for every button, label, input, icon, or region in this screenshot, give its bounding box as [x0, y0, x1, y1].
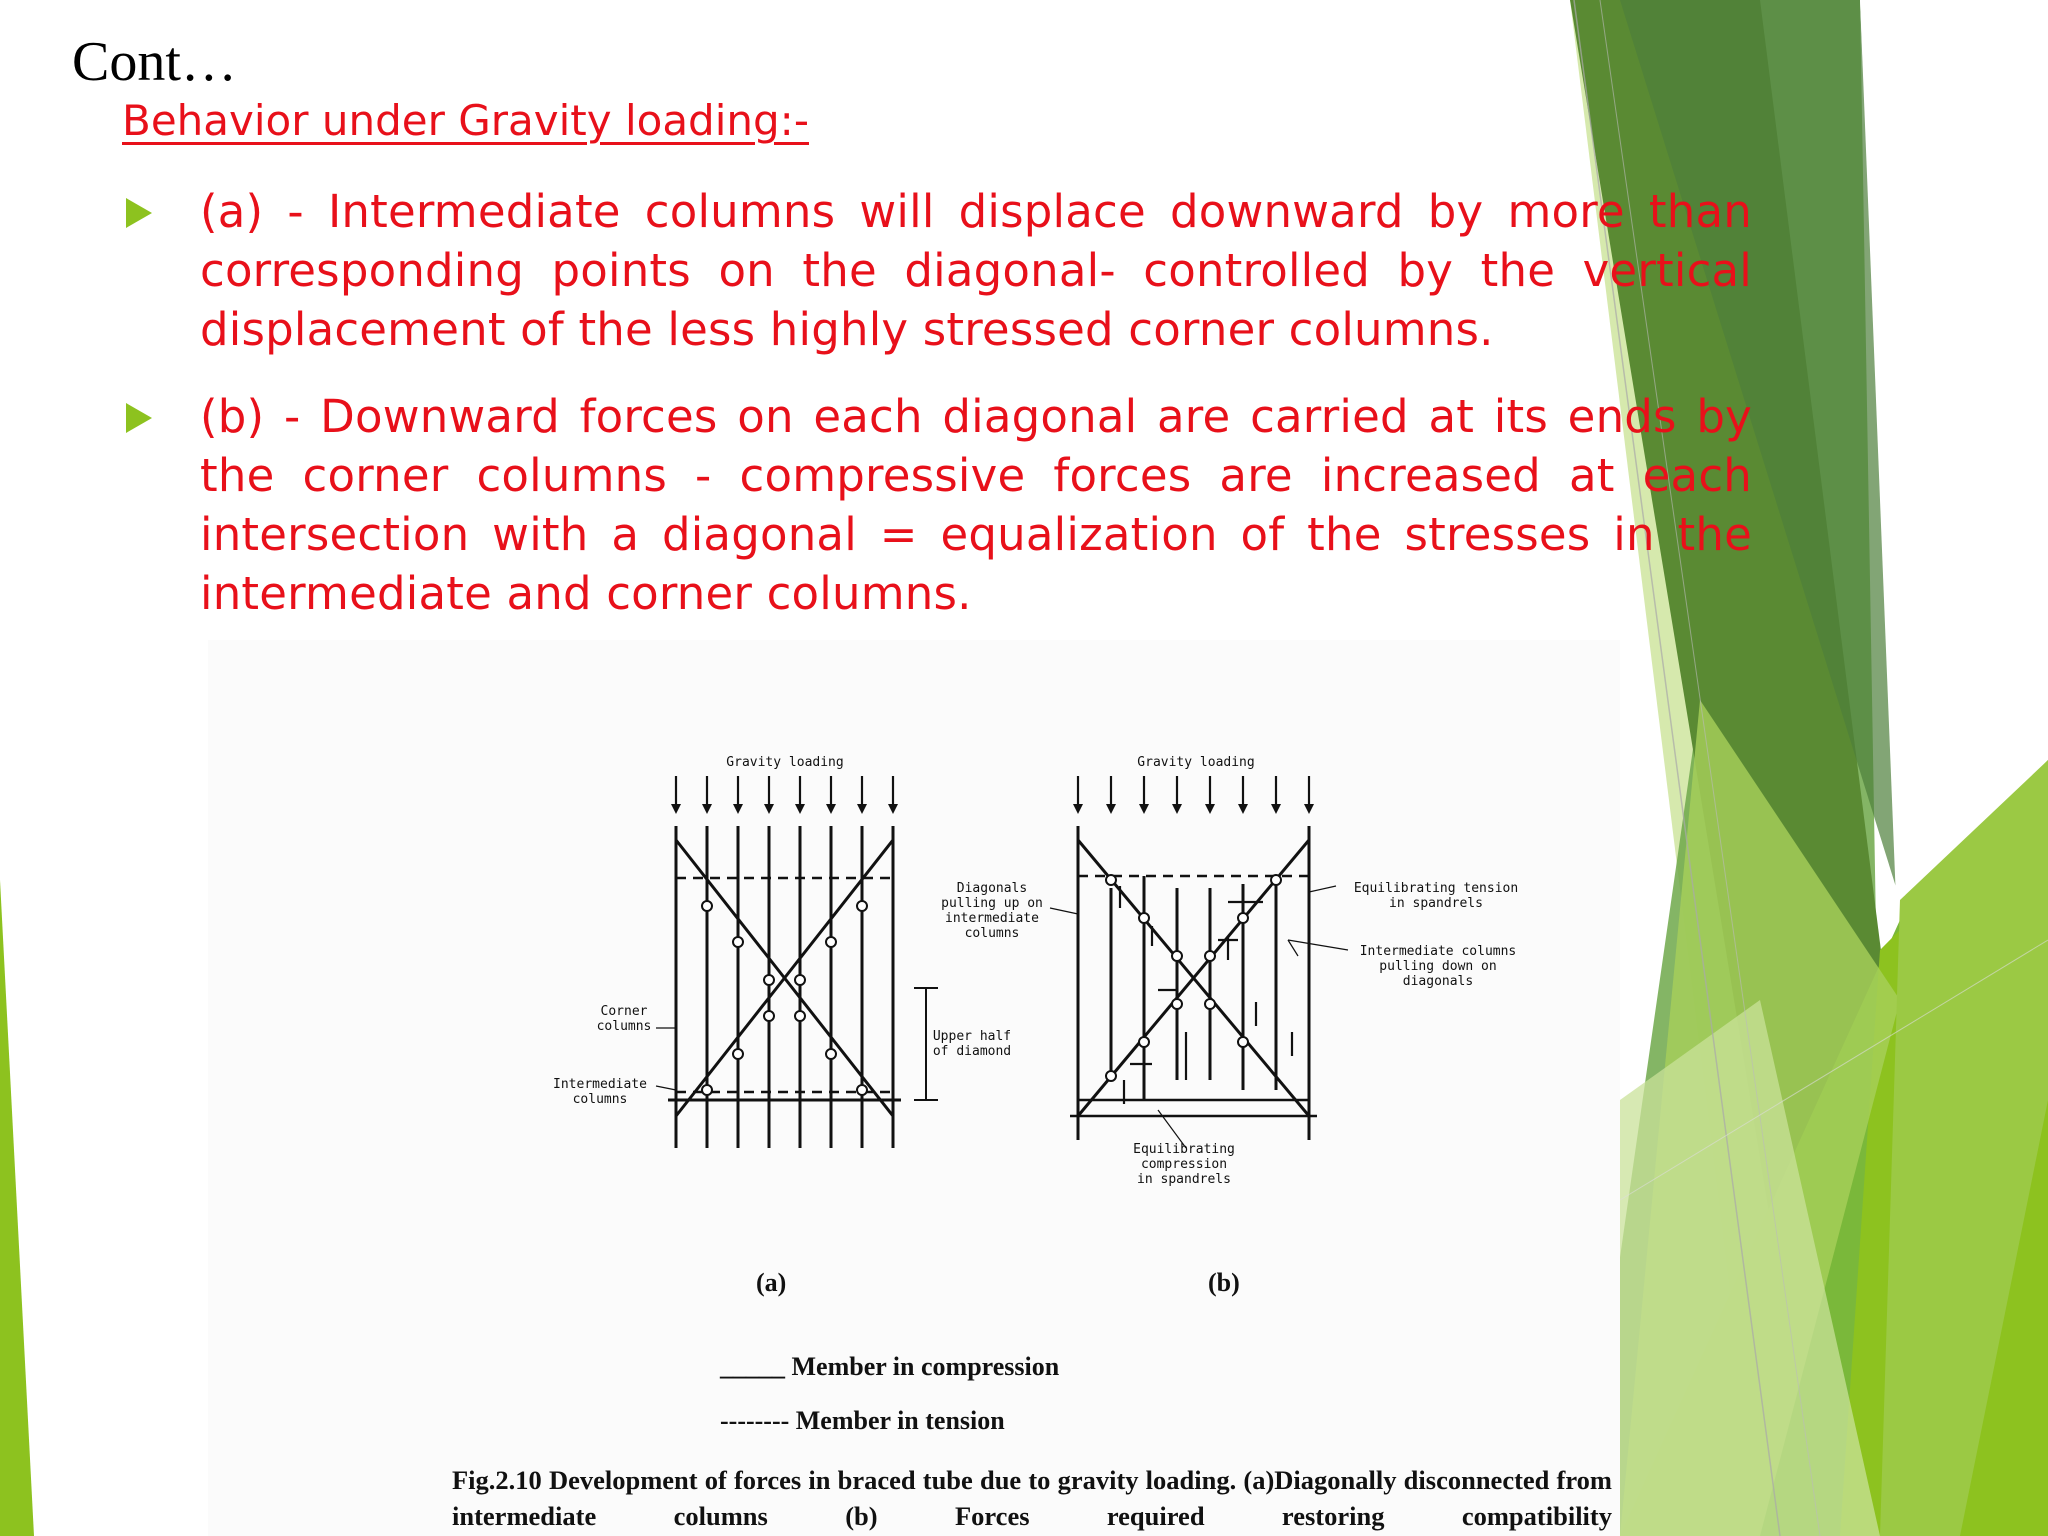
labels-b: Equilibrating tension in spandrels Inter…: [1133, 881, 1518, 1187]
labels-a: Diagonals pulling up on intermediate col…: [553, 881, 1043, 1107]
braced-tube-figure: Gravity loading: [208, 640, 1620, 1536]
diagonals-label-2: pulling up on: [941, 896, 1043, 911]
bullet-text-b: (b) - Downward forces on each diagonal a…: [200, 390, 1752, 620]
tension-label-2: in spandrels: [1389, 896, 1483, 911]
section-heading: Behavior under Gravity loading:-: [122, 96, 809, 145]
gravity-arrows-b: [1076, 776, 1311, 808]
legend-tension: -------- Member in tension: [720, 1406, 1005, 1435]
upper-half-marker: [914, 987, 938, 1101]
compression-label-3: in spandrels: [1137, 1172, 1231, 1187]
gravity-label-a: Gravity loading: [726, 755, 843, 770]
triangle-bullet-icon: [126, 198, 152, 228]
gravity-arrows-a: [674, 776, 895, 808]
intermediate-label-2: columns: [573, 1092, 628, 1107]
force-arrows-b: [1118, 886, 1294, 1104]
diagonals-label-4: columns: [965, 926, 1020, 941]
compression-label-1: Equilibrating: [1133, 1142, 1235, 1157]
arrow-heads-b: [1073, 804, 1314, 814]
columns-b: [1076, 826, 1311, 1140]
upper-half-label-1: Upper half: [933, 1029, 1011, 1044]
joints-b: [1105, 874, 1282, 1082]
corner-label-2: columns: [597, 1019, 652, 1034]
leaders-a: [655, 907, 1079, 1091]
cont-label: Cont…: [72, 31, 237, 93]
diagonals-a: [674, 839, 895, 1117]
diagonals-label-1: Diagonals: [957, 881, 1027, 896]
compression-label-2: compression: [1141, 1157, 1227, 1172]
sub-label-a: (a): [756, 1268, 787, 1297]
figure-diagram: Gravity loading: [553, 755, 1518, 1187]
bullet-text-a: (a) - Intermediate columns will displace…: [200, 185, 1752, 356]
triangle-bullet-icon: [126, 403, 152, 433]
corner-label-1: Corner: [601, 1004, 648, 1019]
diagonals-b: [1076, 839, 1311, 1117]
intermediate-b-label-2: pulling down on: [1379, 959, 1496, 974]
leaders-b: [1157, 885, 1349, 1149]
arrow-heads-a: [671, 804, 898, 814]
bullet-item-b: (b) - Downward forces on each diagonal a…: [120, 387, 1752, 623]
bullet-list: (a) - Intermediate columns will displace…: [120, 182, 1752, 651]
intermediate-b-label-1: Intermediate columns: [1360, 944, 1517, 959]
sub-label-b: (b): [1208, 1268, 1240, 1297]
figure-caption: Fig.2.10 Development of forces in braced…: [452, 1465, 1612, 1531]
diagram-b: Gravity loading: [1070, 755, 1349, 1149]
gravity-label-b: Gravity loading: [1137, 755, 1254, 770]
intermediate-b-label-3: diagonals: [1403, 974, 1473, 989]
diagram-a: Gravity loading: [655, 755, 1079, 1148]
legend-compression: _____ Member in compression: [720, 1352, 1060, 1381]
bullet-item-a: (a) - Intermediate columns will displace…: [120, 182, 1752, 359]
spandrels-b: [1070, 874, 1317, 1118]
tension-label-1: Equilibrating tension: [1354, 881, 1518, 896]
intermediate-label-1: Intermediate: [553, 1077, 647, 1092]
joints-a: [701, 900, 868, 1096]
upper-half-label-2: of diamond: [933, 1044, 1011, 1059]
diagonals-label-3: intermediate: [945, 911, 1039, 926]
